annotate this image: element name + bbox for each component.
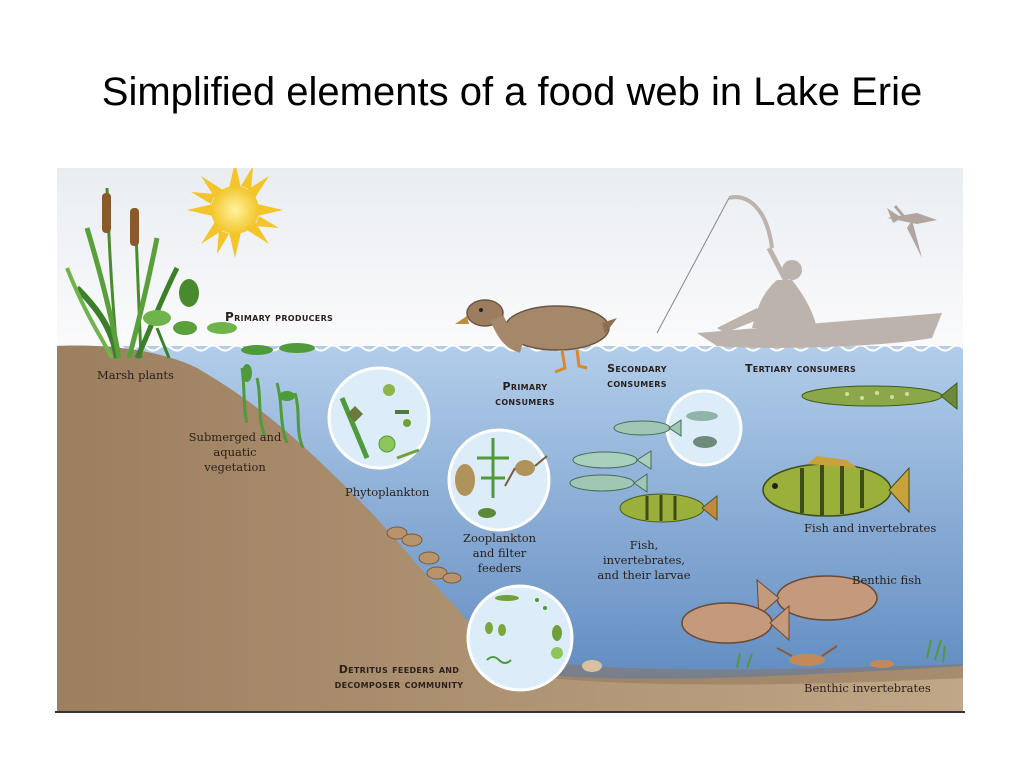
label-marsh-plants: Marsh plants: [97, 368, 174, 382]
diagram-baseline: [55, 711, 965, 713]
pike-illustration: [801, 381, 958, 411]
label-zooplankton-text: Zooplankton and filter feeders: [462, 531, 537, 575]
heading-detritus: Detritus feeders and decomposer communit…: [319, 662, 479, 692]
lake-bed-shadow: [477, 648, 963, 685]
sun-icon: [187, 168, 283, 258]
slide-title: Simplified elements of a food web in Lak…: [101, 70, 923, 114]
bird-illustration: [887, 205, 937, 258]
submerged-vegetation-illustration: [240, 364, 305, 449]
duck-illustration: [455, 299, 617, 374]
heading-tertiary-consumers: Tertiary consumers: [745, 362, 857, 375]
label-zooplankton: Zooplankton and filter feeders: [452, 531, 547, 576]
heading-primary-consumers-text: Primary consumers: [495, 380, 555, 408]
label-fish-larvae: Fish, invertebrates, and their larvae: [589, 538, 699, 583]
label-submerged-vegetation-text: Submerged and aquatic vegetation: [188, 430, 282, 474]
perch-illustration: [619, 493, 718, 523]
label-benthic-fish: Benthic fish: [852, 573, 922, 587]
label-fish-invertebrates: Fish and invertebrates: [804, 521, 937, 535]
shore-bank: [57, 345, 963, 713]
food-web-illustration: [57, 168, 963, 713]
zooplankton-circle: [447, 428, 551, 532]
benthic-invertebrates-illustration: [582, 639, 946, 672]
heading-primary-producers: Primary producers: [225, 310, 334, 324]
fisherman-boat-illustration: [656, 195, 942, 348]
heading-secondary-consumers-text: Secondary consumers: [607, 362, 667, 390]
label-submerged-vegetation: Submerged and aquatic vegetation: [185, 430, 285, 475]
label-fish-larvae-text: Fish, invertebrates, and their larvae: [597, 538, 691, 582]
label-benthic-invertebrates: Benthic invertebrates: [804, 681, 931, 695]
phytoplankton-circle: [327, 366, 431, 470]
heading-secondary-consumers: Secondary consumers: [587, 361, 687, 391]
benthic-fish-illustration: [681, 575, 878, 644]
heading-detritus-text: Detritus feeders and decomposer communit…: [334, 663, 464, 691]
walleye-illustration: [762, 456, 910, 517]
food-web-diagram: Primary producers Primary consumers Seco…: [57, 168, 963, 713]
silver-fish-group: [569, 419, 682, 493]
heading-primary-consumers: Primary consumers: [475, 379, 575, 409]
marsh-plants-illustration: [65, 187, 315, 360]
label-phytoplankton: Phytoplankton: [345, 485, 430, 499]
detritus-circle: [466, 584, 574, 692]
mussels-illustration: [386, 526, 462, 584]
